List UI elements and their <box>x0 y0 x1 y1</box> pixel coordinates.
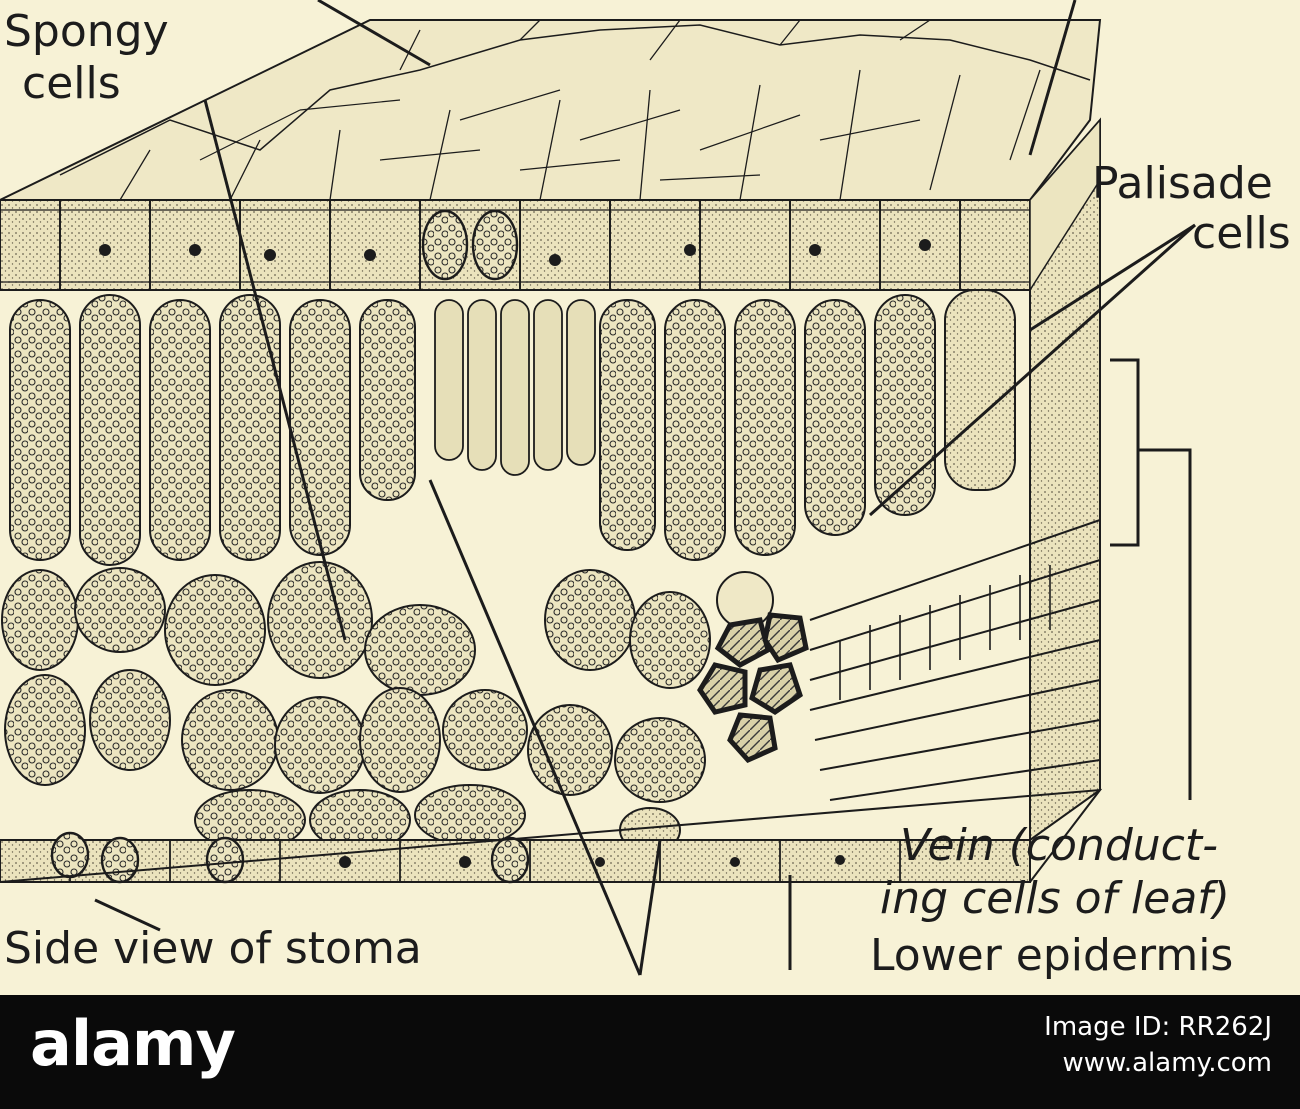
label-side-view-stoma: Side view of stoma <box>4 923 422 974</box>
vein-bracket <box>1110 358 1192 800</box>
leader-top-right <box>1028 0 1077 156</box>
leader-lines <box>94 0 1196 976</box>
leader-bottom-right <box>638 839 662 976</box>
leader-top-left <box>317 0 431 67</box>
vein-bundle <box>697 519 1101 801</box>
brand-logo: alamy <box>30 1007 236 1080</box>
label-spongy-line1: Spongy <box>4 6 169 57</box>
upper-epidermis-row <box>0 199 1031 291</box>
image-id-text: Image ID: RR262J <box>1044 1012 1272 1042</box>
leader-bottom-left <box>428 479 642 976</box>
palisade-layer <box>9 289 1016 566</box>
leaf-cross-section-figure: Spongy cells Palisade cells Vein (conduc… <box>0 0 1291 981</box>
label-lower-epidermis: Lower epidermis <box>870 930 1234 981</box>
footer-bar: alamy Image ID: RR262J www.alamy.com <box>0 995 1300 1109</box>
leader-palisade-1 <box>1029 223 1196 332</box>
label-palisade-line1: Palisade <box>1092 158 1273 209</box>
label-vein-line1: Vein (conduct- <box>900 820 1218 871</box>
label-palisade-line2: cells <box>1192 208 1291 259</box>
leaf-diagram <box>0 0 1196 976</box>
label-vein-line2: ing cells of leaf) <box>880 873 1230 924</box>
leader-palisade-2 <box>869 223 1196 517</box>
lower-epidermis-row <box>0 788 1103 884</box>
site-url: www.alamy.com <box>1062 1048 1272 1078</box>
leader-spongy <box>203 99 347 641</box>
label-spongy-line2: cells <box>22 58 121 109</box>
footer-info: Image ID: RR262J www.alamy.com <box>1044 1009 1272 1081</box>
right-face <box>1029 117 1101 842</box>
spongy-layer <box>1 561 711 853</box>
leader-stoma <box>94 898 161 932</box>
